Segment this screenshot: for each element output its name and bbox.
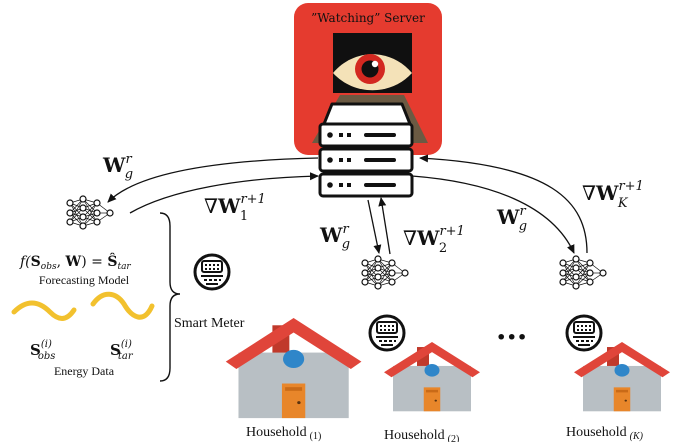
neural-network-icon-client-2 — [361, 255, 409, 290]
observed-series-label: S(i)obs — [30, 339, 55, 362]
arrow-global-to-client-2 — [367, 199, 382, 254]
server-rack-icon — [318, 102, 414, 198]
watching-server: ”Watching” Server — [294, 3, 442, 198]
energy-data-caption: Energy Data — [54, 364, 115, 378]
arrow-global-to-client-K — [411, 175, 575, 254]
observed-energy-wave — [11, 300, 77, 321]
client-group-brace — [159, 212, 181, 382]
arrow-global-to-client-1 — [107, 157, 319, 203]
household-label-1: Household(1) — [246, 425, 321, 442]
arrow-client-2-to-server — [378, 197, 391, 255]
target-energy-wave — [90, 291, 155, 320]
more-households-ellipsis: ··· — [496, 320, 527, 355]
forecasting-model-caption: Forecasting Model — [39, 273, 130, 287]
arrow-client-1-to-server — [129, 172, 319, 214]
house-icon-1 — [225, 318, 362, 419]
household-label-2: Household(2) — [384, 428, 459, 442]
house-icon-2 — [384, 342, 480, 412]
household-label-K: Household(K) — [566, 425, 644, 442]
arrow-client-K-to-server — [419, 154, 588, 254]
smart-meter-label: Smart Meter — [174, 316, 245, 331]
neural-network-icon-client-K — [559, 255, 607, 290]
neural-network-icon-client-1 — [66, 195, 114, 230]
forecasting-formula: f(Sobs, W) = Ŝtar — [19, 252, 131, 272]
house-icon-K — [574, 342, 670, 412]
smart-meter-icon-client-1 — [193, 253, 231, 291]
communication-arrows — [107, 154, 588, 255]
smart-meter-icon-client-K — [565, 314, 603, 352]
smart-meter-icon-client-2 — [368, 314, 406, 352]
target-series-label: S(i)tar — [110, 339, 134, 362]
server-title: ”Watching” Server — [311, 11, 425, 25]
